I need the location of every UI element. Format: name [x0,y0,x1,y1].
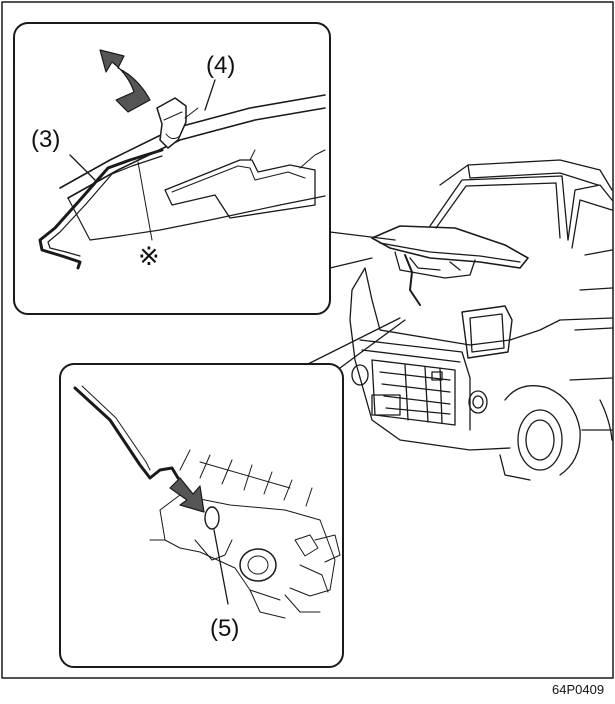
arrow-up-curved-icon [99,49,151,113]
label-note-mark: ※ [138,241,160,271]
inset-stay-holder [59,363,344,668]
inset-hood-clip [13,22,331,315]
label-stay-holder-5: (5) [210,615,240,642]
label-clip-4: (4) [206,52,236,79]
outer-frame [1,1,614,679]
arrow-down-right-icon [169,477,205,513]
callout-line-top-2 [329,257,373,269]
callout-line-bottom [299,317,401,369]
label-hood-stay-3: (3) [31,126,61,153]
vehicle-drawing [349,159,613,481]
figure-code: 64P0409 [552,682,605,697]
callout-line-bottom-2 [339,319,406,369]
callout-line-top [329,231,396,241]
